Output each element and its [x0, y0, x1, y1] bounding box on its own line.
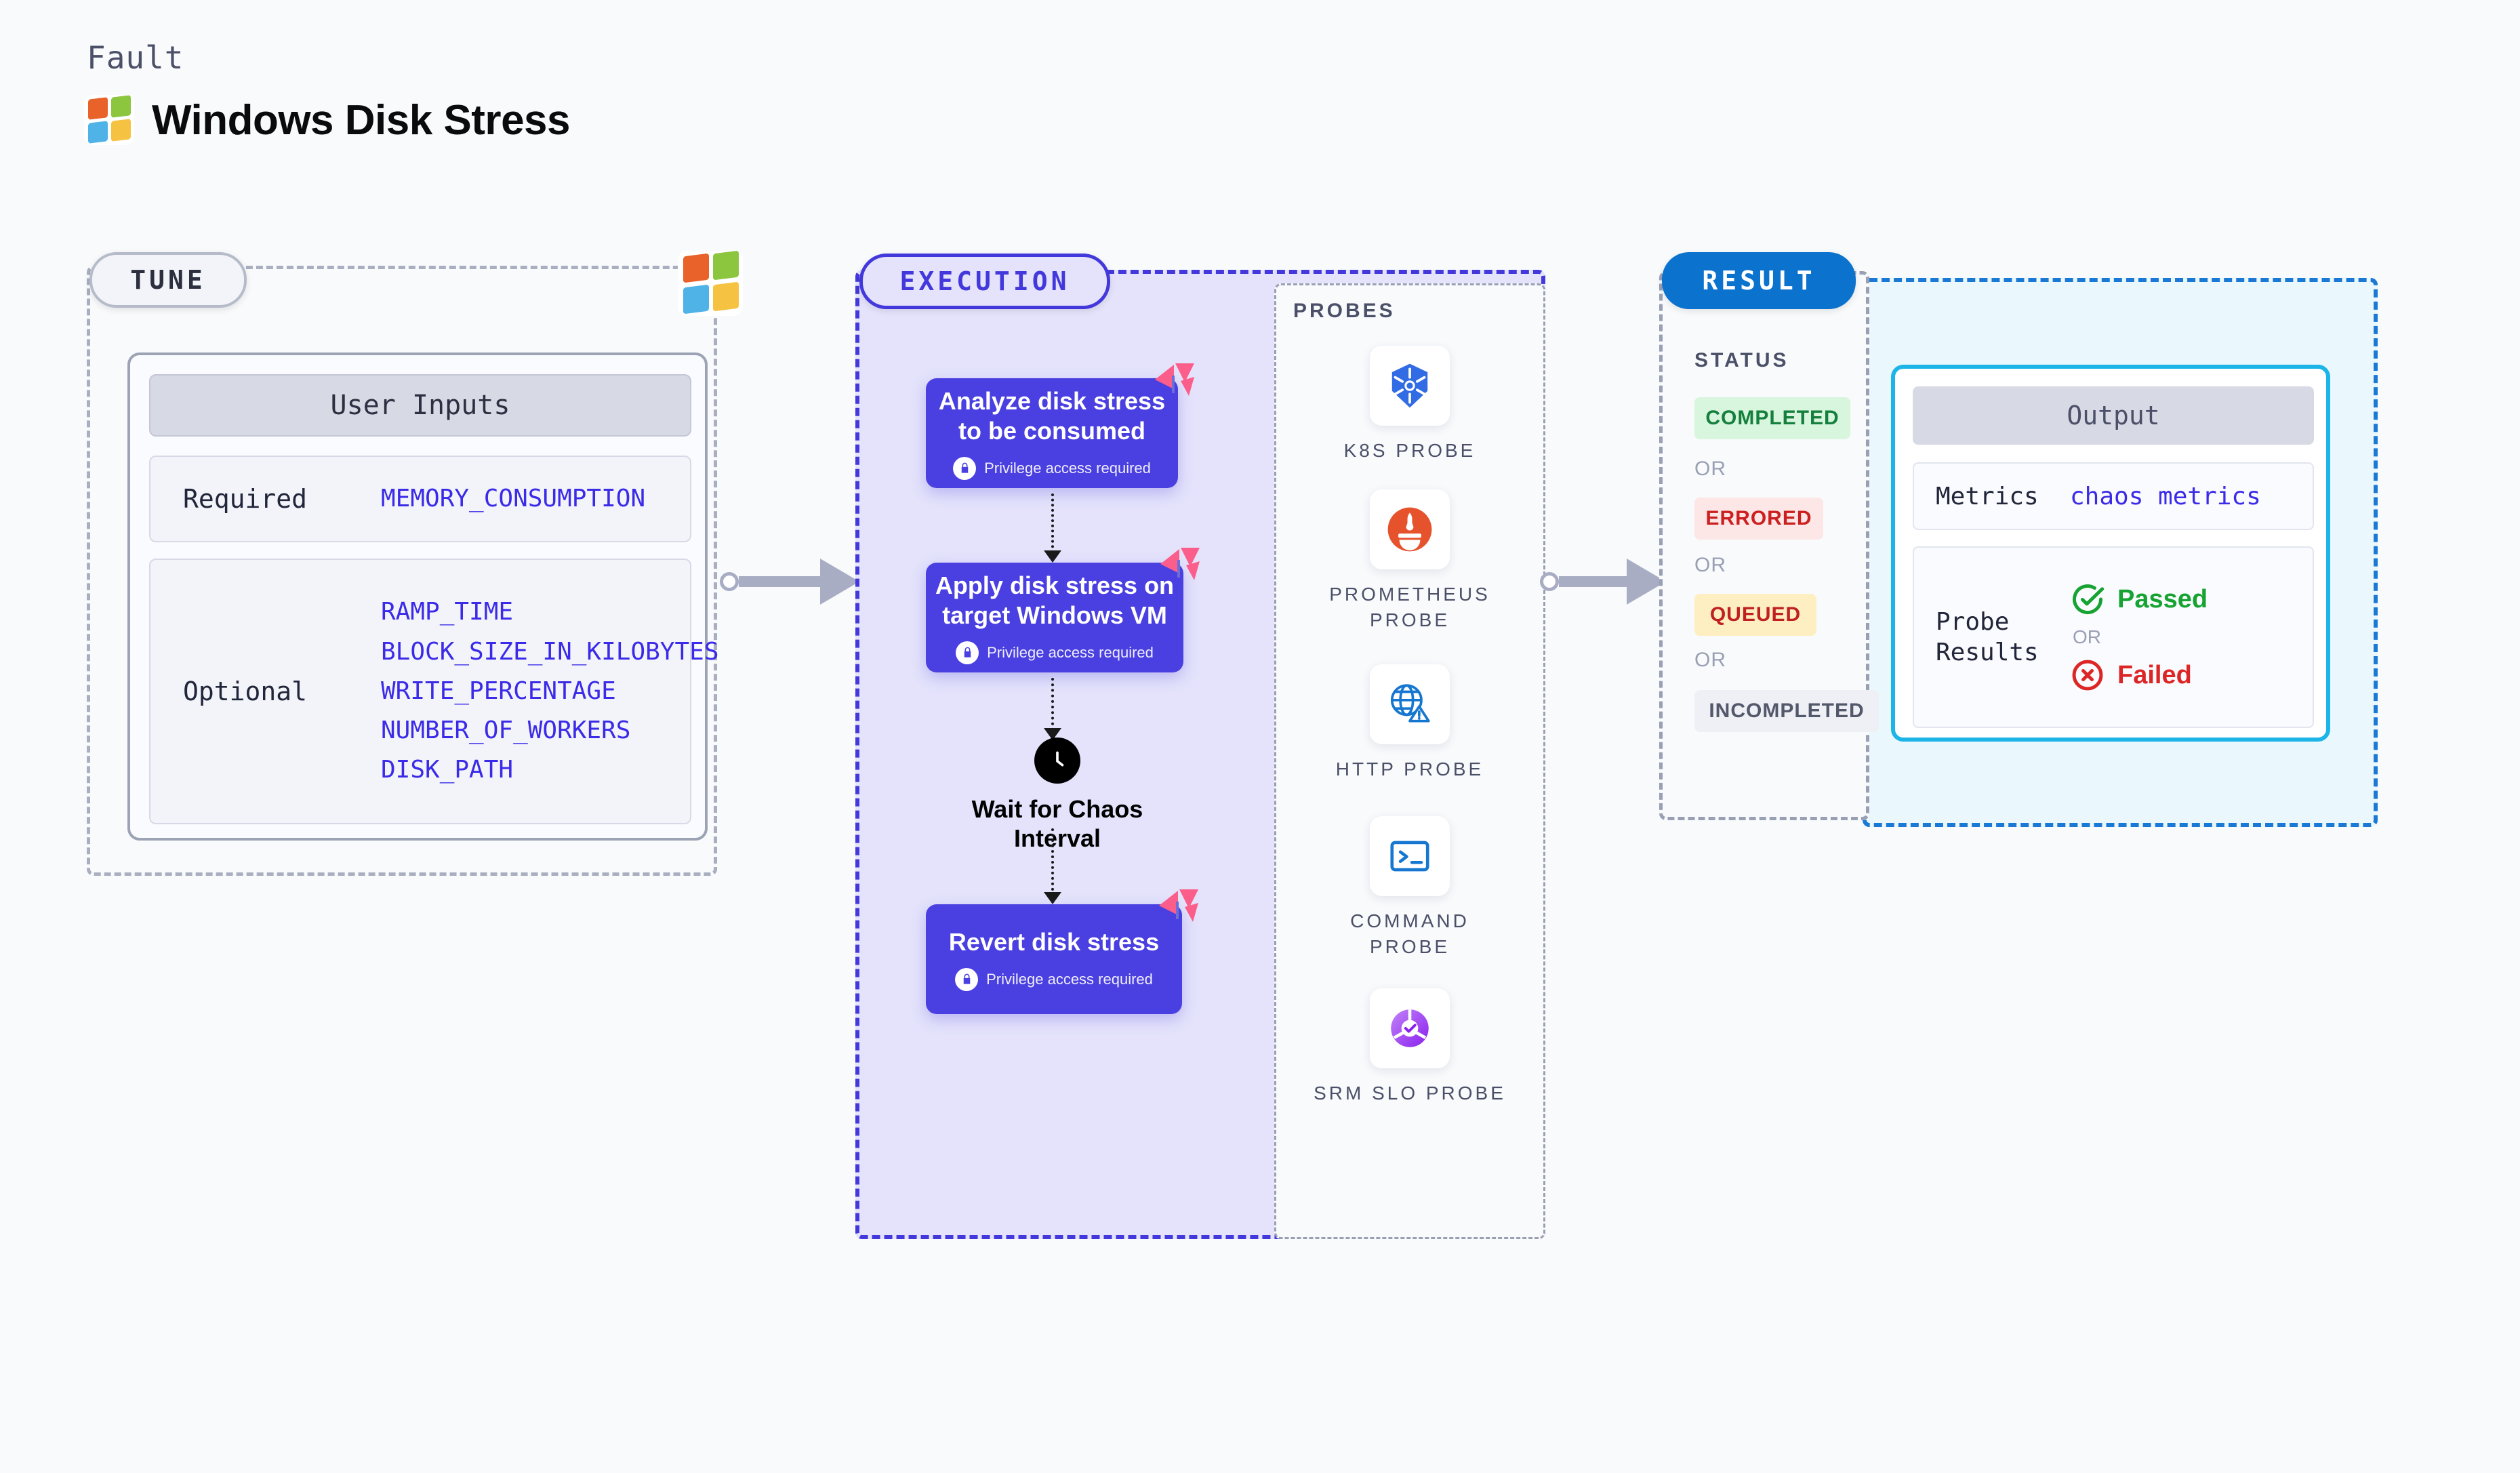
metrics-label: Metrics	[1936, 482, 2039, 510]
probe-result-or: OR	[2073, 626, 2101, 647]
status-title: STATUS	[1694, 349, 1789, 371]
connector-start-dot	[1540, 572, 1559, 591]
connector-bar	[1559, 576, 1627, 587]
metrics-value: chaos metrics	[2070, 482, 2261, 510]
probe-label: COMMAND PROBE	[1350, 910, 1469, 957]
probe-label: K8S PROBE	[1343, 440, 1476, 461]
privilege-badge: Privilege access required	[955, 967, 1153, 991]
execution-node-title: Revert disk stress	[948, 928, 1160, 956]
user-inputs-title: User Inputs	[149, 374, 691, 437]
privilege-label: Privilege access required	[987, 643, 1154, 661]
required-param-list: MEMORY_CONSUMPTION	[381, 484, 646, 512]
srm-slo-icon	[1370, 988, 1450, 1068]
privilege-label: Privilege access required	[984, 459, 1151, 477]
execution-node-title: Analyze disk stress to be consumed	[938, 387, 1166, 445]
status-badge-completed: COMPLETED	[1694, 397, 1850, 439]
probe-prometheus[interactable]: PROMETHEUS PROBE	[1308, 489, 1511, 633]
optional-param-item: RAMP_TIME	[381, 598, 514, 626]
probe-label: PROMETHEUS PROBE	[1329, 584, 1490, 630]
status-or: OR	[1694, 554, 1726, 576]
lock-icon	[956, 641, 979, 664]
http-globe-icon	[1370, 664, 1450, 744]
tune-panel	[87, 266, 717, 876]
optional-param-item: DISK_PATH	[381, 756, 514, 784]
flow-connector-arrow	[1044, 728, 1061, 740]
probe-k8s[interactable]: K8S PROBE	[1308, 346, 1511, 464]
tune-windows-logo-icon	[678, 250, 743, 316]
terminal-icon	[1370, 816, 1450, 896]
output-card-title: Output	[1913, 386, 2314, 445]
wait-label: Wait for Chaos Interval	[971, 795, 1143, 853]
flow-connector-arrow	[1044, 550, 1061, 563]
prometheus-icon	[1370, 489, 1450, 569]
flow-connector-line	[1051, 493, 1054, 553]
probe-srm-slo[interactable]: SRM SLO PROBE	[1308, 988, 1511, 1106]
privilege-badge: Privilege access required	[953, 456, 1151, 480]
x-circle-icon	[2072, 660, 2103, 691]
probe-http[interactable]: HTTP PROBE	[1308, 664, 1511, 782]
status-or: OR	[1694, 649, 1726, 671]
connector-bar	[739, 576, 820, 587]
stage-pill-execution[interactable]: EXECUTION	[859, 254, 1110, 309]
connector-tune-to-execution	[720, 559, 876, 605]
execution-node-apply[interactable]: Apply disk stress on target Windows VM P…	[926, 548, 1200, 672]
stage-pill-tune[interactable]: TUNE	[89, 252, 247, 308]
connector-start-dot	[720, 572, 739, 591]
lock-icon	[955, 967, 979, 991]
failed-label: Failed	[2117, 660, 2192, 689]
stage-pill-result[interactable]: RESULT	[1662, 252, 1856, 309]
windows-logo-icon	[84, 95, 134, 145]
status-badge-errored: ERRORED	[1694, 498, 1823, 540]
lock-icon	[953, 456, 977, 480]
page-header: Windows Disk Stress	[84, 95, 571, 145]
harness-flag-icon	[1155, 363, 1194, 396]
clock-icon	[1034, 738, 1080, 784]
optional-param-item: BLOCK_SIZE_IN_KILOBYTES	[381, 637, 719, 666]
probe-results-values: Passed OR Failed	[2070, 582, 2208, 693]
execution-node-title: Apply disk stress on target Windows VM	[935, 571, 1175, 629]
wait-for-chaos-interval-node: Wait for Chaos Interval	[962, 738, 1152, 853]
required-params-row: Required MEMORY_CONSUMPTION	[149, 456, 691, 542]
probe-label: HTTP PROBE	[1335, 759, 1484, 780]
flow-connector-arrow	[1044, 892, 1061, 904]
required-label: Required	[183, 484, 308, 514]
passed-label: Passed	[2117, 584, 2208, 613]
kubernetes-icon	[1370, 346, 1450, 426]
user-inputs-card: User Inputs Required MEMORY_CONSUMPTION …	[127, 352, 719, 841]
status-badge-incompleted: INCOMPLETED	[1694, 690, 1879, 732]
privilege-label: Privilege access required	[986, 970, 1153, 988]
probe-results-label: Probe Results	[1936, 608, 2039, 666]
flow-connector-line	[1051, 678, 1054, 731]
probes-title: PROBES	[1293, 300, 1396, 322]
optional-param-list: RAMP_TIME BLOCK_SIZE_IN_KILOBYTES WRITE_…	[381, 592, 719, 790]
probes-panel	[1274, 283, 1545, 1239]
optional-params-row: Optional RAMP_TIME BLOCK_SIZE_IN_KILOBYT…	[149, 559, 719, 824]
probe-label: SRM SLO PROBE	[1314, 1083, 1506, 1104]
harness-flag-icon	[1159, 889, 1198, 922]
flow-connector-line	[1051, 828, 1054, 896]
page-title: Windows Disk Stress	[152, 96, 571, 144]
page-kicker: Fault	[87, 39, 184, 76]
probe-result-passed: Passed	[2070, 582, 2208, 617]
optional-label: Optional	[183, 677, 308, 706]
optional-param-item: NUMBER_OF_WORKERS	[381, 717, 631, 745]
connector-arrowhead	[820, 559, 859, 605]
status-or: OR	[1694, 458, 1726, 480]
execution-node-analyze[interactable]: Analyze disk stress to be consumed Privi…	[926, 363, 1194, 488]
check-circle-icon	[2073, 584, 2105, 614]
privilege-badge: Privilege access required	[956, 641, 1154, 664]
execution-node-revert[interactable]: Revert disk stress Privilege access requ…	[926, 889, 1198, 1014]
output-metrics-row: Metrics chaos metrics	[1913, 462, 2314, 530]
probe-result-failed: Failed	[2070, 658, 2208, 693]
harness-flag-icon	[1160, 548, 1200, 580]
output-card: Output Metrics chaos metrics Probe Resul…	[1891, 365, 2330, 742]
probe-command[interactable]: COMMAND PROBE	[1308, 816, 1511, 960]
output-probe-results-row: Probe Results Passed OR Failed	[1913, 546, 2314, 728]
optional-param-item: WRITE_PERCENTAGE	[381, 677, 616, 705]
status-badge-queued: QUEUED	[1694, 594, 1816, 636]
